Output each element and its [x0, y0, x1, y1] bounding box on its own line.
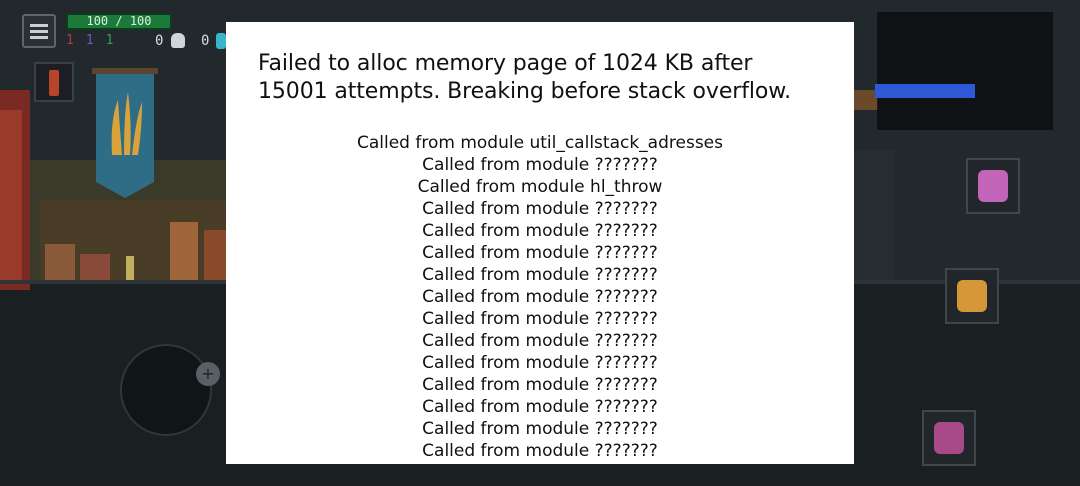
skill-icon [934, 422, 964, 454]
health-value: 100 / 100 [86, 14, 152, 28]
error-dialog: Failed to alloc memory page of 1024 KB a… [226, 22, 854, 464]
pause-menu-button[interactable] [22, 14, 56, 48]
call-stack-line: Called from module ??????? [422, 419, 658, 439]
call-stack: Called from module util_callstack_adress… [258, 132, 822, 462]
skill-slot-1[interactable] [966, 158, 1020, 214]
tactics-scrolls: 1 [85, 33, 94, 48]
call-stack-line: Called from module ??????? [422, 155, 658, 175]
call-stack-line: Called from module ??????? [422, 397, 658, 417]
call-stack-line: Called from module ??????? [422, 199, 658, 219]
menu-icon-line [30, 36, 48, 39]
brutality-scrolls: 1 [66, 33, 74, 48]
flask-icon [49, 70, 59, 96]
skull-icon [171, 33, 185, 48]
plus-icon[interactable]: + [196, 362, 220, 386]
skill-slot-3[interactable] [922, 410, 976, 466]
cell-count: 0 [201, 33, 210, 49]
call-stack-line: Called from module ??????? [422, 243, 658, 263]
call-stack-line: Called from module ??????? [422, 265, 658, 285]
menu-icon-line [30, 30, 48, 33]
equipment-slot[interactable] [34, 62, 74, 102]
call-stack-line: Called from module util_callstack_adress… [356, 133, 723, 153]
skill-icon [978, 170, 1008, 202]
call-stack-line: Called from module ??????? [422, 309, 658, 329]
call-stack-line: Called from module ??????? [422, 287, 658, 307]
survival-scrolls: 1 [105, 33, 114, 48]
call-stack-line: Called from module ??????? [422, 331, 658, 351]
minimap-path [875, 84, 975, 98]
minimap[interactable] [877, 12, 1053, 130]
menu-icon-line [30, 24, 48, 27]
kill-count: 0 [155, 33, 164, 49]
virtual-joystick[interactable] [120, 344, 212, 436]
call-stack-line: Called from module ??????? [422, 441, 658, 461]
error-message: Failed to alloc memory page of 1024 KB a… [258, 51, 791, 104]
call-stack-line: Called from module ??????? [422, 221, 658, 241]
health-bar: 100 / 100 [66, 13, 172, 30]
call-stack-line: Called from module ??????? [422, 375, 658, 395]
cell-icon [216, 33, 226, 49]
skill-icon [957, 280, 987, 312]
skill-slot-2[interactable] [945, 268, 999, 324]
call-stack-line: Called from module ??????? [422, 353, 658, 373]
scroll-stats: 1 1 1 [66, 33, 113, 48]
call-stack-line: Called from module hl_throw [417, 177, 663, 197]
